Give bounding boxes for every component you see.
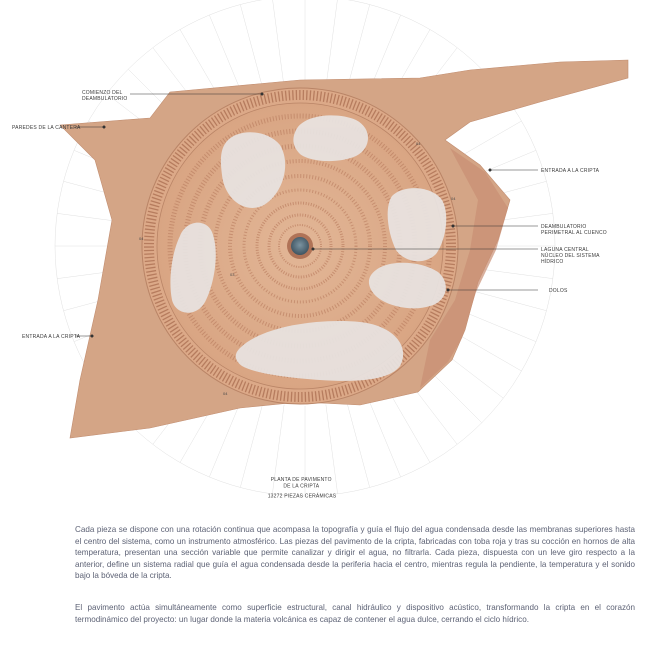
leader-entrada-right-dot [488,168,492,172]
leader-entrada-left-dot [90,334,94,338]
radial-guide-line [272,0,285,88]
leader-lines [75,92,538,338]
tile-ring-4 [213,159,387,333]
description-paragraph-1: Cada pieza se dispone con una rotación c… [75,525,635,581]
leader-dolos-dot [446,288,450,292]
radial-guide-line [325,404,338,494]
dolo-bottom [235,321,404,381]
tile-ring-9 [278,224,322,268]
label-comienzo-deambulatorio: COMIENZO DEL DEAMBULATORIO [82,90,127,102]
label-dolos: DOLOS [549,288,568,294]
ring-markers: 04 04 04 03 04 [139,141,456,396]
dolo-right [387,188,447,262]
dolo-top [293,115,368,162]
marker-2: 04 [139,236,144,241]
label-entrada-cripta-right: ENTRADA A LA CRIPTA [541,168,600,174]
tile-ring-5 [228,174,372,318]
marker-3: 04 [451,196,456,201]
dolo-right-lower [368,262,446,309]
leader-comienzo-dot [260,92,264,96]
tile-ring-6 [242,188,358,304]
tile-ring-7 [255,201,345,291]
quarry-shadow [420,148,508,388]
radial-guide-line [240,400,264,488]
dolo-top-left [220,132,286,208]
central-lagoon-water [291,237,309,255]
label-entrada-cripta-left: ENTRADA A LA CRIPTA [22,334,81,340]
marker-5: 04 [416,141,421,146]
leader-deambulatorio-dot [451,224,455,228]
label-laguna-central: LAGUNA CENTRAL NÚCLEO DEL SISTEMA HÍDRIC… [541,247,601,265]
radial-guide-line [240,4,264,92]
leader-laguna-dot [311,247,315,251]
label-paredes-cantera: PAREDES DE LA CANTERA [12,125,81,131]
plan-caption: PLANTA DE PAVIMENTO DE LA CRIPTA 13272 P… [268,477,337,500]
label-deambulatorio-perimetral: DEAMBULATORIO PERIMETRAL AL CUENCO [541,224,607,236]
marker-4: 03 [230,272,235,277]
radial-guide-line [346,4,370,92]
radial-guide-line [346,400,370,488]
outer-guide-circle [54,0,556,497]
dolo-left [170,222,216,313]
marker-1: 04 [223,391,228,396]
outer-tile-ring [144,90,456,402]
radial-guide-line [325,0,338,88]
description-paragraph-2: El pavimento actúa simultáneamente como … [75,603,635,624]
radial-guide-line [366,393,401,478]
tile-ring-8 [267,213,333,279]
leader-paredes-dot [102,125,106,129]
radial-guide-line [209,14,244,99]
dolos-group [170,115,447,381]
radial-guide-line [272,404,285,494]
